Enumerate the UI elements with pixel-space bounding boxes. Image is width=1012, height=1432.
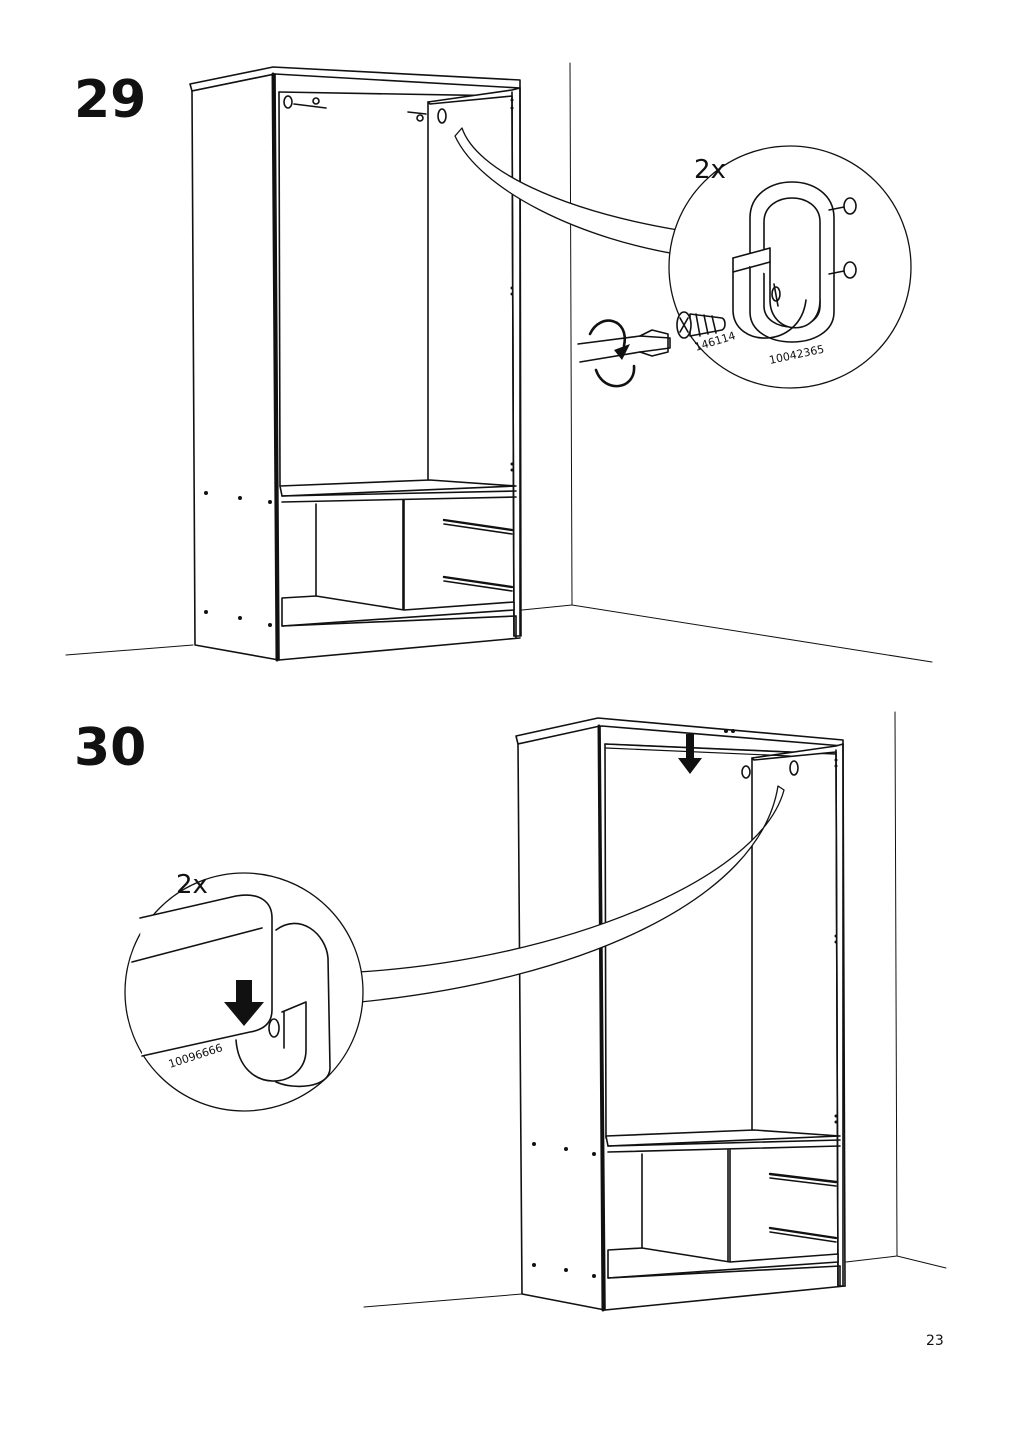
callout-detail-30 xyxy=(124,872,364,1112)
step-number-29: 29 xyxy=(74,70,147,130)
leader-curve-29 xyxy=(454,127,689,257)
wardrobe-frame xyxy=(515,717,846,1312)
page-number: 23 xyxy=(926,1333,944,1349)
room-corner xyxy=(65,62,933,663)
callout-quantity-30: 2x xyxy=(176,870,208,900)
step-30-illustration: 2x 10096666 xyxy=(124,711,947,1312)
callout-detail-29 xyxy=(577,145,912,389)
wardrobe-frame xyxy=(189,66,522,662)
room-corner xyxy=(363,711,947,1308)
step-number-30: 30 xyxy=(74,718,147,778)
callout-quantity-29: 2x xyxy=(694,155,726,185)
step-29-illustration: 2x 146114 10042365 xyxy=(65,62,933,663)
